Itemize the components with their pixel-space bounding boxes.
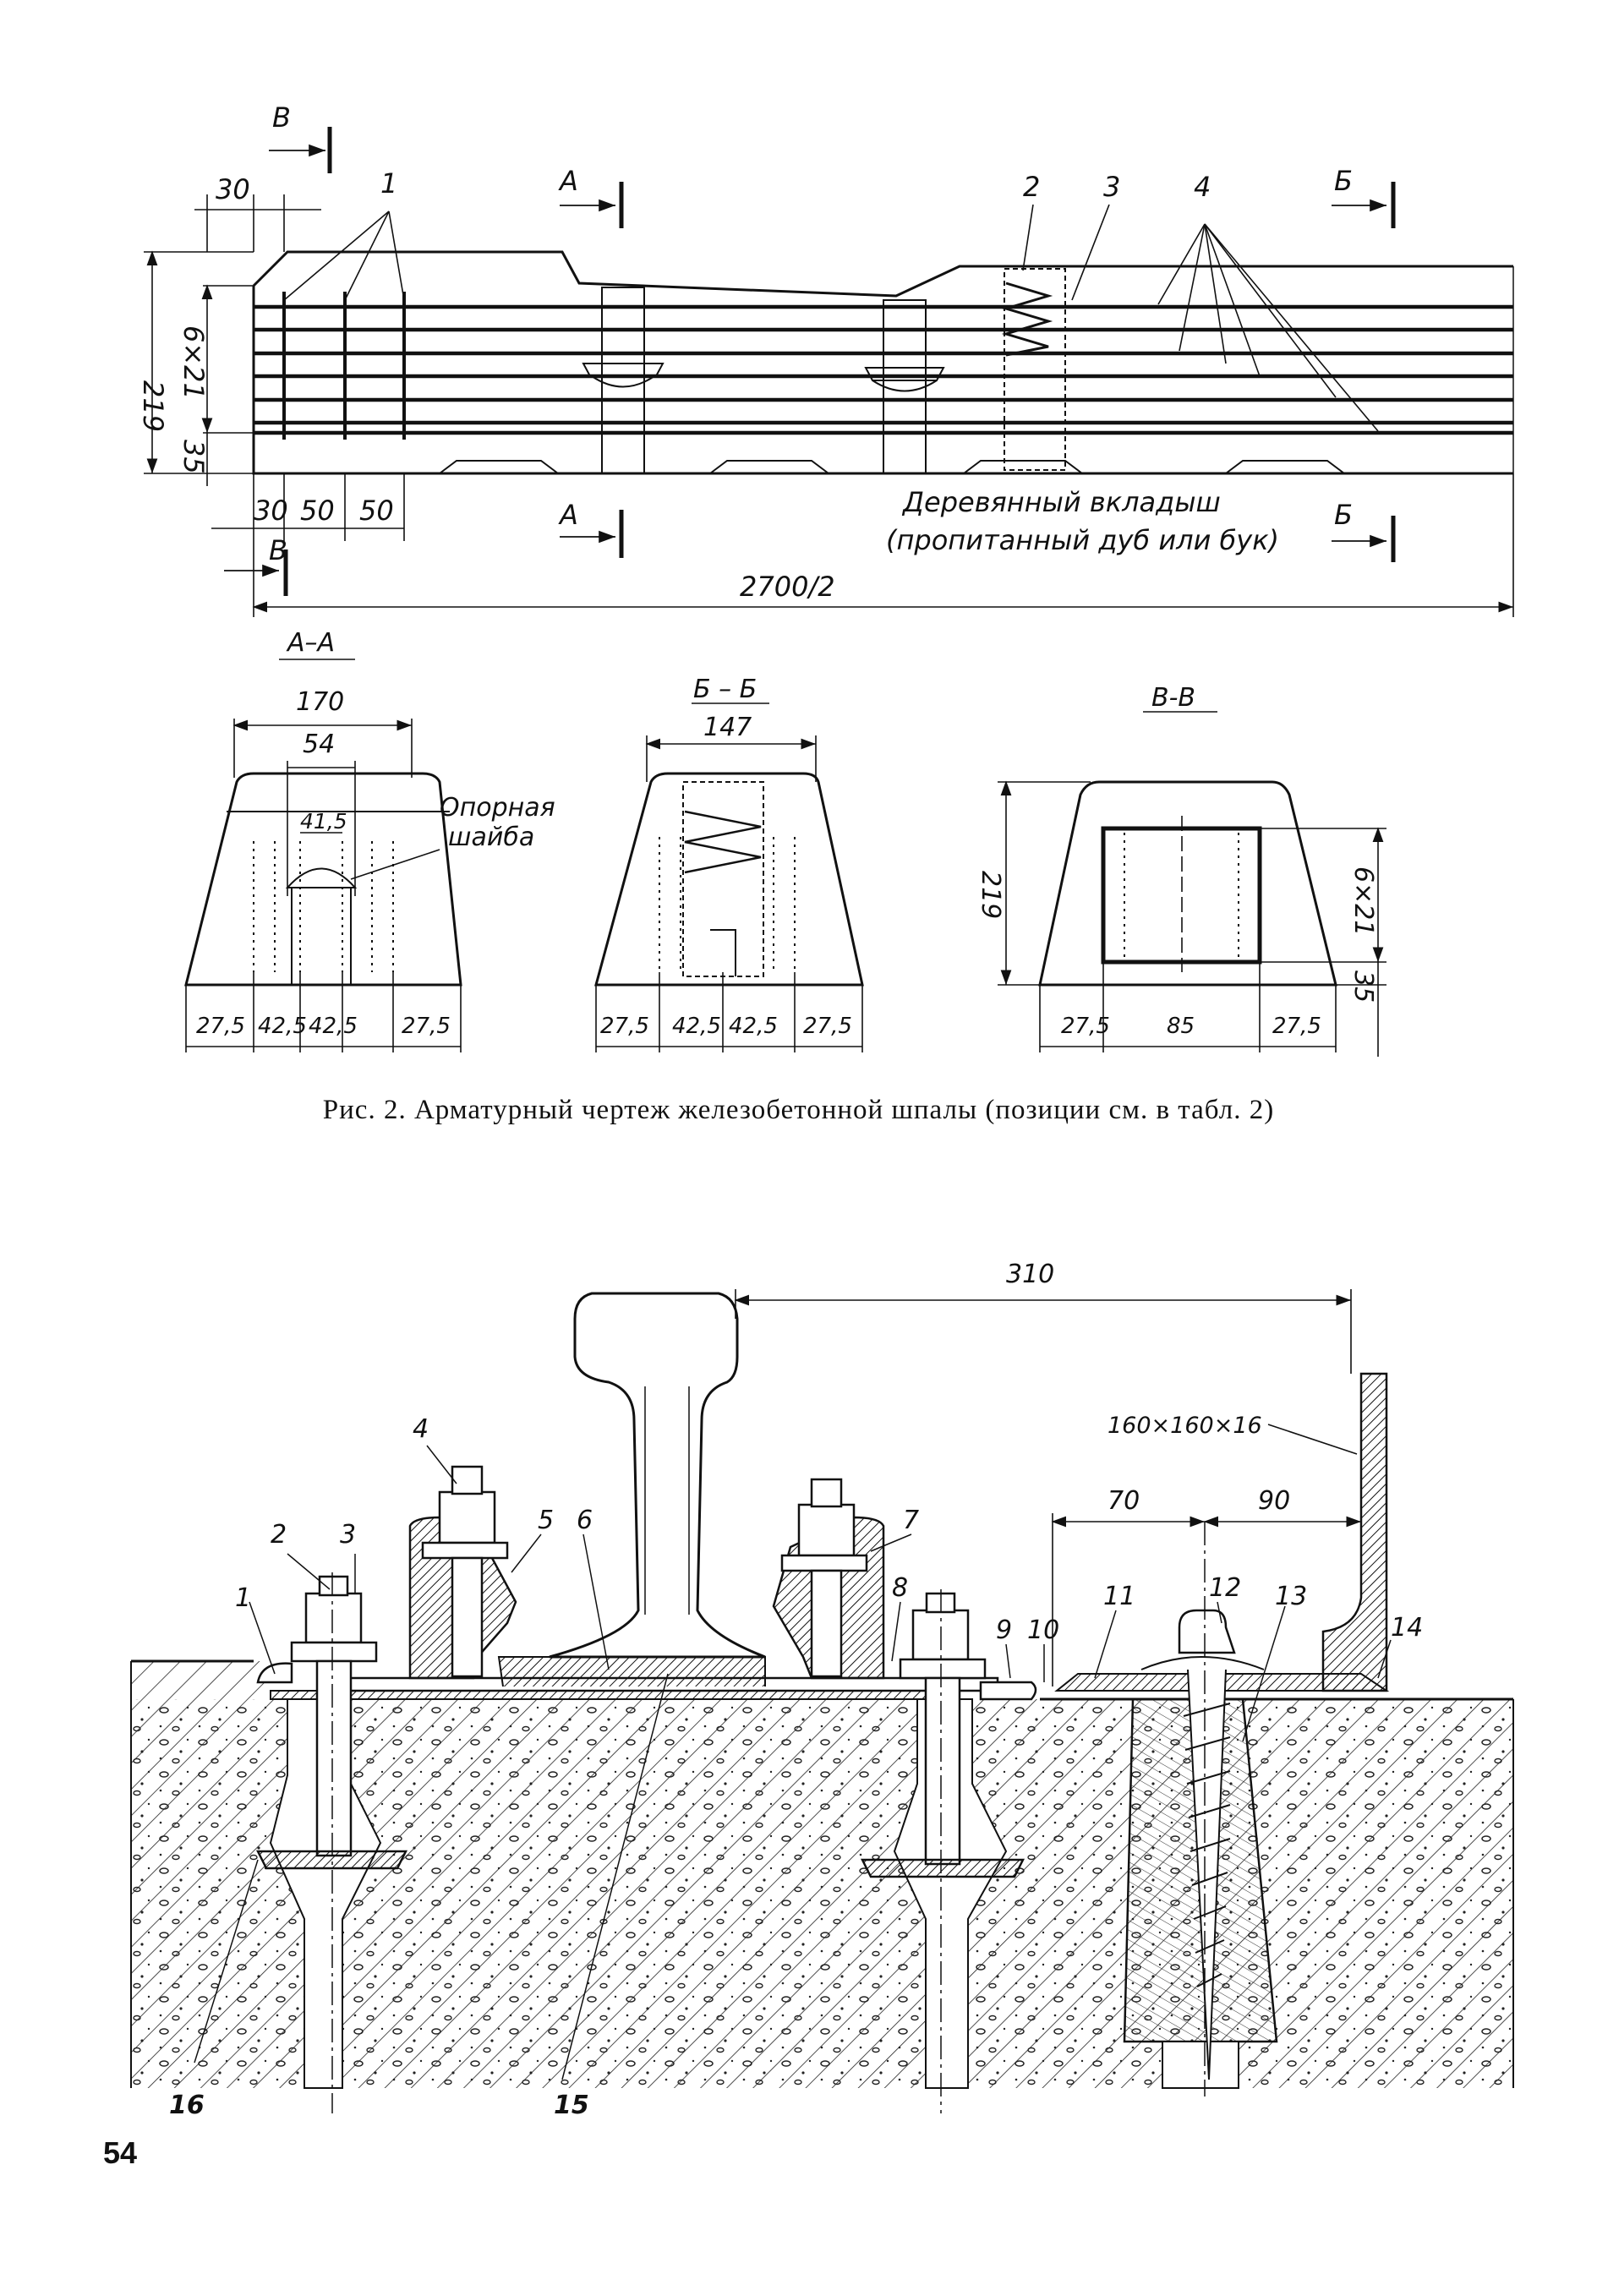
dim-6x21: 6×21 bbox=[178, 325, 210, 400]
dim-70: 70 bbox=[1108, 1486, 1140, 1516]
dim-length: 2700/2 bbox=[740, 571, 835, 603]
insert-label-line1: Деревянный вкладыш bbox=[901, 486, 1221, 518]
sleeper-plan-view bbox=[144, 127, 1514, 617]
section-vv-dim-bottom-1: 27,5 bbox=[1061, 1014, 1110, 1039]
insert-label-line2: (пропитанный дуб или бук) bbox=[886, 524, 1279, 556]
section-bb-title: Б – Б bbox=[693, 675, 757, 704]
pos-label-4: 4 bbox=[1194, 171, 1211, 203]
section-mark-a-top: А bbox=[558, 165, 578, 197]
section-aa-dim-54: 54 bbox=[303, 730, 335, 759]
section-bb-dim-bottom-3: 42,5 bbox=[729, 1014, 778, 1039]
dim-219: 219 bbox=[137, 380, 169, 432]
pos-label-1: 1 bbox=[380, 167, 397, 200]
section-bb-dim-147: 147 bbox=[703, 713, 752, 742]
fastening-pos-1: 1 bbox=[235, 1583, 251, 1613]
dim-35: 35 bbox=[178, 440, 210, 474]
fastening-pos-8: 8 bbox=[892, 1573, 908, 1603]
fastening-pos-4: 4 bbox=[413, 1414, 429, 1444]
section-mark-b-top: Б bbox=[1334, 165, 1353, 197]
fastening-pos-9: 9 bbox=[996, 1615, 1012, 1645]
section-bb-labels: Б – Б 147 27,5 42,5 42,5 27,5 bbox=[600, 675, 852, 1039]
fastening-pos-7: 7 bbox=[903, 1506, 919, 1535]
rail-fastening-drawing bbox=[130, 1289, 1514, 2113]
fastening-pos-5: 5 bbox=[538, 1506, 554, 1535]
support-washer-label-2: шайба bbox=[448, 823, 534, 852]
section-mark-a-bottom: А bbox=[558, 499, 578, 531]
dim-bottom-50b: 50 bbox=[359, 495, 394, 527]
fastening-pos-12: 12 bbox=[1209, 1573, 1241, 1603]
section-vv-labels: В-В 219 6×21 35 27,5 85 27,5 bbox=[976, 683, 1378, 1039]
dim-bottom-30: 30 bbox=[254, 495, 288, 527]
section-vv bbox=[998, 711, 1386, 1057]
pos-label-3: 3 bbox=[1103, 171, 1120, 203]
section-vv-dim-bottom-2: 85 bbox=[1167, 1014, 1195, 1039]
section-aa-dim-41-5: 41,5 bbox=[300, 809, 347, 834]
section-vv-dim-35: 35 bbox=[1348, 970, 1378, 1003]
pos-label-2: 2 bbox=[1023, 171, 1040, 203]
fastening-pos-15: 15 bbox=[554, 2091, 589, 2120]
section-vv-dim-bottom-3: 27,5 bbox=[1272, 1014, 1321, 1039]
dim-310: 310 bbox=[1006, 1260, 1054, 1289]
fastening-pos-14: 14 bbox=[1391, 1613, 1423, 1643]
section-bb-dim-bottom-2: 42,5 bbox=[672, 1014, 721, 1039]
support-washer-label-1: Опорная bbox=[440, 793, 555, 823]
plan-labels: В А Б А Б В 1 2 3 4 30 219 6×21 35 30 50… bbox=[137, 101, 1353, 603]
fastening-pos-10: 10 bbox=[1027, 1615, 1059, 1645]
fastening-labels: 310 160×160×16 70 90 1 2 3 4 5 6 7 8 9 1… bbox=[169, 1260, 1423, 2120]
fastening-pos-13: 13 bbox=[1275, 1582, 1307, 1611]
section-mark-v-top: В bbox=[272, 101, 291, 134]
dim-bottom-50a: 50 bbox=[300, 495, 335, 527]
section-vv-dim-219: 219 bbox=[976, 871, 1005, 919]
section-aa-dim-bottom-3: 42,5 bbox=[309, 1014, 358, 1039]
angle-steel-label: 160×160×16 bbox=[1108, 1413, 1262, 1439]
dim-90: 90 bbox=[1258, 1486, 1290, 1516]
section-vv-title: В-В bbox=[1151, 683, 1195, 713]
section-aa-dim-bottom-2: 42,5 bbox=[258, 1014, 307, 1039]
section-mark-v-bottom: В bbox=[269, 534, 287, 566]
section-aa bbox=[184, 659, 462, 1052]
page-number: 54 bbox=[103, 2135, 138, 2170]
section-aa-dim-170: 170 bbox=[296, 687, 344, 717]
section-aa-title: А–А bbox=[286, 628, 335, 658]
fastening-pos-6: 6 bbox=[577, 1506, 593, 1535]
section-mark-b-bottom: Б bbox=[1334, 499, 1353, 531]
section-aa-dim-bottom-4: 27,5 bbox=[402, 1014, 451, 1039]
section-vv-dim-6x21: 6×21 bbox=[1348, 866, 1378, 936]
dim-30-top: 30 bbox=[216, 173, 250, 205]
section-bb bbox=[594, 702, 864, 1052]
figure-caption: Рис. 2. Арматурный чертеж железобетонной… bbox=[322, 1095, 1275, 1125]
fastening-pos-11: 11 bbox=[1103, 1582, 1135, 1611]
section-aa-labels: А–А 170 54 41,5 Опорная шайба 27,5 42,5 … bbox=[196, 628, 555, 1039]
fastening-pos-3: 3 bbox=[340, 1520, 356, 1550]
section-aa-dim-bottom-1: 27,5 bbox=[196, 1014, 245, 1039]
fastening-pos-2: 2 bbox=[271, 1520, 287, 1550]
section-bb-dim-bottom-1: 27,5 bbox=[600, 1014, 649, 1039]
section-bb-dim-bottom-4: 27,5 bbox=[803, 1014, 852, 1039]
fastening-pos-16: 16 bbox=[169, 2091, 205, 2120]
